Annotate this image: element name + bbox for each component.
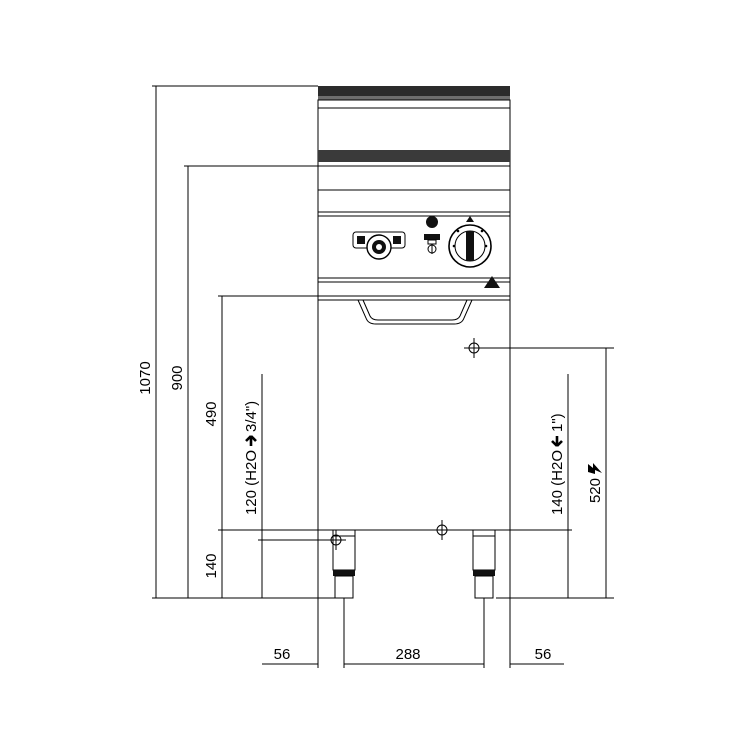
electric-height-label: 520 bbox=[587, 478, 604, 503]
dim-electric-height: 520 bbox=[587, 463, 604, 503]
control-panel bbox=[317, 211, 511, 283]
electric-connection-marker bbox=[464, 338, 484, 358]
worktop-band bbox=[318, 150, 510, 162]
dim-cabinet-height: 490 bbox=[203, 401, 220, 426]
arrow-down-icon bbox=[551, 436, 563, 447]
door-handle bbox=[357, 299, 473, 325]
dim-water-outlet: 140 (H2O 1") bbox=[549, 413, 566, 515]
appliance-front-view bbox=[317, 86, 511, 599]
water-outlet-size: 1") bbox=[549, 413, 566, 432]
thermostat-dial-icon bbox=[448, 216, 492, 268]
cabinet-body bbox=[317, 295, 511, 531]
dim-worktop-height: 900 bbox=[169, 365, 186, 390]
right-foot bbox=[472, 529, 496, 599]
upper-housing bbox=[317, 99, 511, 297]
dimension-lines bbox=[152, 85, 614, 668]
dim-foot-height: 140 bbox=[203, 553, 220, 578]
top-rim bbox=[318, 86, 510, 96]
dim-side-right: 56 bbox=[535, 646, 552, 663]
dim-side-left: 56 bbox=[274, 646, 291, 663]
dim-water-inlet: 120 (H2O 3/4") bbox=[243, 401, 260, 515]
dim-total-height: 1070 bbox=[137, 361, 154, 394]
arrow-up-icon bbox=[245, 435, 257, 446]
water-inlet-label: 120 (H2O bbox=[243, 450, 260, 515]
water-outlet-label: 140 (H2O bbox=[549, 450, 566, 515]
drain-connection-marker bbox=[432, 520, 452, 540]
valve-knob-icon bbox=[352, 231, 406, 260]
dim-feet-spacing: 288 bbox=[395, 646, 420, 663]
warning-triangle-icon bbox=[484, 276, 500, 288]
lightning-bolt-icon bbox=[588, 463, 602, 474]
indicator-light-icon bbox=[424, 216, 440, 254]
water-inlet-size: 3/4") bbox=[243, 401, 260, 432]
